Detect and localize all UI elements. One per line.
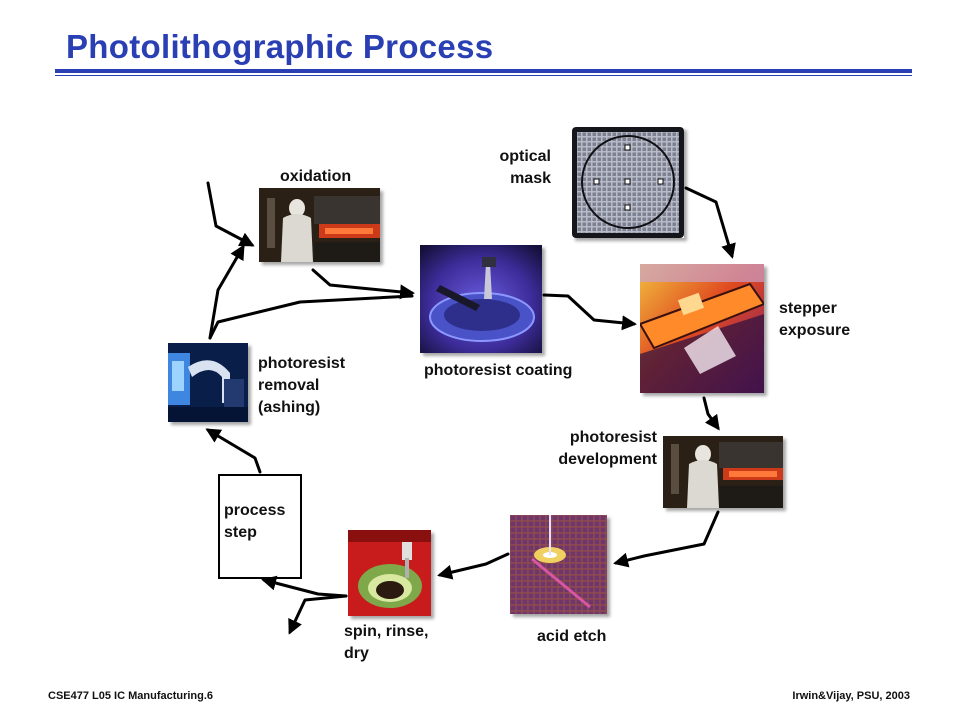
label-spin-rinse-dry: spin, rinse, dry (344, 623, 429, 662)
arrow-spin-to-process (261, 575, 348, 598)
label-process-step: process step (224, 502, 286, 541)
arrow-etch-to-spin (437, 552, 510, 580)
footer-right: Irwin&Vijay, PSU, 2003 (792, 690, 910, 702)
label-photoresist-removal: photoresist removal (ashing) (258, 355, 346, 416)
label-acid-etch: acid etch (537, 628, 607, 645)
arrow-mask-to-stepper (684, 186, 736, 259)
spin-rinse-dry-photo (348, 530, 431, 616)
photoresist-development-photo (663, 436, 783, 508)
footer-left: CSE477 L05 IC Manufacturing.6 (48, 690, 214, 702)
label-stepper-exposure: stepper exposure (779, 300, 851, 339)
arrow-removal-to-oxidation (208, 244, 245, 340)
arrow-stepper-to-development (702, 396, 720, 431)
label-photoresist-development: photoresist development (558, 429, 657, 468)
arrow-oxidation-to-coating (311, 268, 415, 300)
title-underline (55, 69, 912, 73)
photoresist-coating-photo (420, 245, 542, 353)
acid-etch-photo (510, 515, 607, 614)
arrow-removal-to-coating (208, 294, 414, 340)
title-underline-thin (55, 75, 912, 76)
arrow-process-to-removal (205, 428, 262, 474)
process-step-box (218, 474, 302, 579)
photoresist-removal-photo (168, 343, 248, 422)
optical-mask-photo (572, 127, 684, 238)
arrow-coating-to-stepper (542, 293, 637, 331)
stepper-exposure-photo (640, 264, 764, 393)
arrow-development-to-etch (613, 510, 720, 568)
slide-title: Photolithographic Process (66, 28, 494, 65)
label-photoresist-coating: photoresist coating (424, 362, 573, 379)
arrow-outgoing (288, 594, 348, 635)
label-oxidation: oxidation (280, 168, 352, 185)
arrow-incoming (206, 181, 255, 247)
label-optical-mask: optical mask (499, 148, 551, 187)
oxidation-photo (259, 188, 380, 262)
